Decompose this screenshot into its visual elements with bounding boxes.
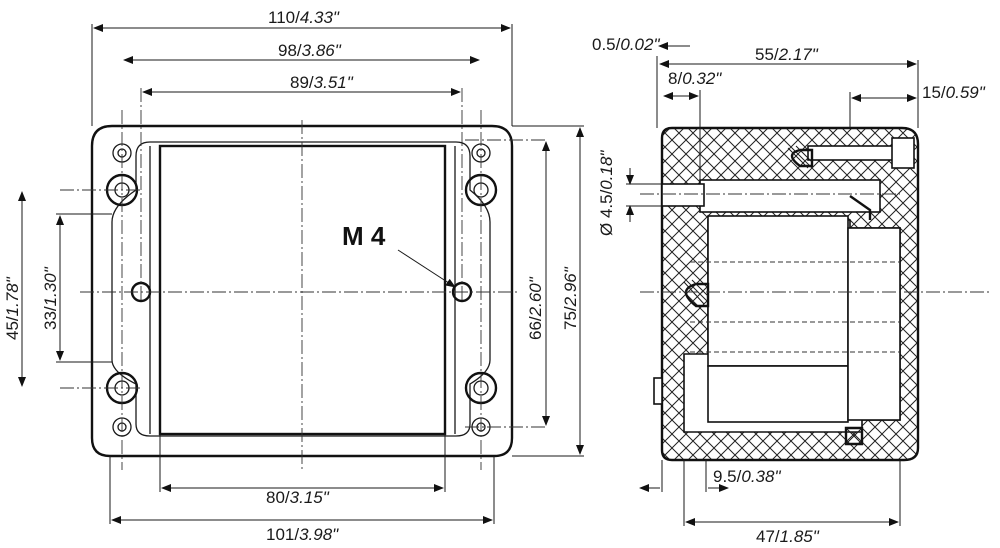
body-block: [158, 144, 447, 436]
dim-hole: Ø 4.5/0.18": [597, 150, 616, 236]
dim-mount-inner: 89/3.51": [290, 73, 354, 92]
core-block: [707, 215, 849, 367]
upper-channel: [699, 179, 881, 213]
thread-label: M 4: [342, 221, 386, 251]
dim-screw: 15/0.59": [922, 83, 986, 102]
left-channel: [661, 183, 705, 207]
screw-top: [787, 137, 915, 169]
dim-base-width: 101/3.98": [266, 525, 339, 544]
dim-right-outer: 75/2.96": [561, 266, 580, 330]
dim-wall: 0.5/0.02": [592, 35, 660, 54]
inner-contour: [111, 141, 491, 437]
dim-left-outer: 45/1.78": [3, 276, 22, 340]
dim-offset: 8/0.32": [668, 69, 722, 88]
dim-bottom-width: 47/1.85": [756, 527, 820, 546]
dim-mount-outer: 98/3.86": [278, 41, 342, 60]
dim-right-inner: 66/2.60": [526, 276, 545, 340]
thread-leader: [397, 249, 456, 288]
screw-bottom: [844, 426, 864, 446]
dim-bottom-step: 9.5/0.38": [713, 467, 781, 486]
dim-depth: 55/2.17": [755, 45, 819, 64]
dim-left-inner: 33/1.30": [41, 266, 60, 330]
mount-holes: [105, 143, 498, 437]
lower-step: [707, 365, 849, 423]
dim-overall-width: 110/4.33": [268, 8, 340, 27]
dim-body-width: 80/3.15": [266, 488, 330, 507]
side-view: 0.5/0.02" 55/2.17" 8/0.32" 15/0.59" Ø 4.…: [592, 35, 990, 546]
screw-left: [683, 279, 710, 308]
front-view: 110/4.33" 98/3.86" 89/3.51" 80/3.15" 101…: [3, 8, 584, 544]
